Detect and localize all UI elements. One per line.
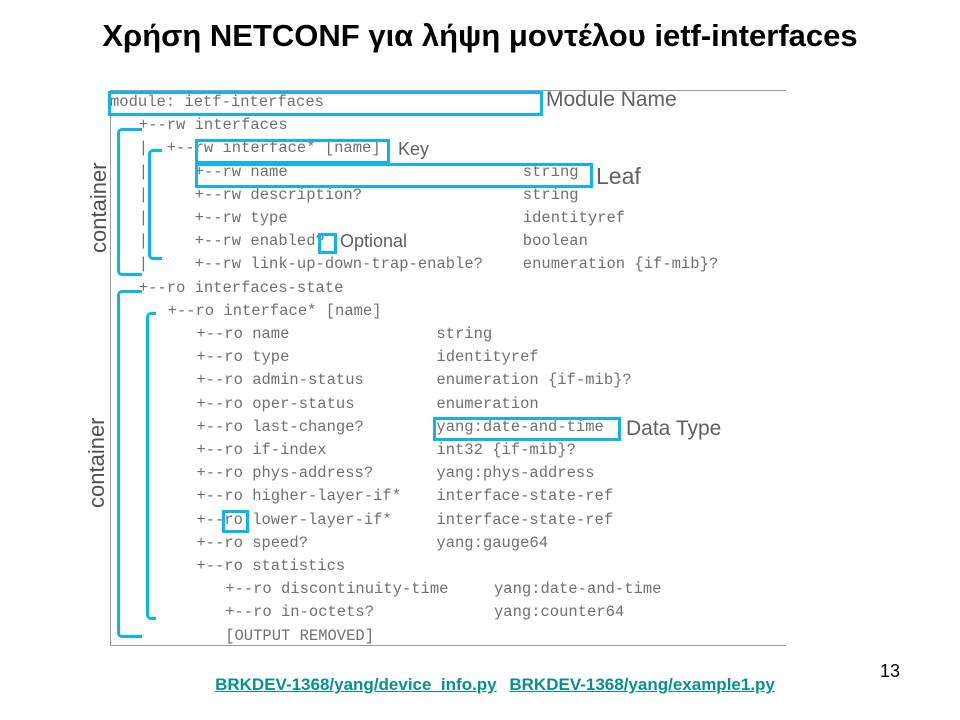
list-bracket-top (148, 149, 162, 260)
optional-label: Optional (340, 231, 408, 251)
links: BRKDEV-1368/yang/device_info.py BRKDEV-1… (0, 675, 960, 695)
frame-bottom-line (110, 645, 786, 646)
key-label: Key (398, 139, 430, 159)
container-bracket-top (117, 128, 142, 276)
tree-node-type: string (522, 185, 579, 204)
data-type-highlight (433, 417, 621, 441)
example1-link[interactable]: BRKDEV-1368/yang/example1.py (509, 675, 775, 694)
container-bracket-bottom (117, 290, 142, 638)
tree-node: +--ro admin-status (196, 371, 364, 390)
leaf-label: Leaf (596, 163, 641, 189)
optional-highlight (318, 233, 337, 254)
tree-node: +--ro oper-status (196, 394, 355, 413)
tree-node-type: enumeration (436, 394, 539, 413)
module-name-highlight (108, 91, 543, 116)
tree-node: | +--rw name (138, 162, 288, 181)
tree-node: +--ro statistics (196, 557, 346, 575)
tree-node: +--ro if-index (196, 441, 327, 459)
tree-node: | +--rw description? (138, 185, 363, 204)
module-name-label: Module Name (546, 88, 677, 111)
tree-node-type: string (436, 325, 493, 343)
container-label-top: container (86, 162, 111, 253)
tree-node: [OUTPUT REMOVED] (225, 626, 375, 645)
leaf-highlight (195, 163, 593, 188)
tree-node: +--ro type (196, 348, 290, 367)
tree-node: +--ro last-change? (196, 417, 364, 436)
frame-top-line (110, 90, 786, 91)
tree-node-type: string (522, 162, 579, 181)
data-type-label: Data Type (626, 417, 722, 440)
tree-node-type: enumeration {if-mib}? (522, 255, 719, 274)
tree-node: +--ro discontinuity-time (225, 580, 449, 599)
tree-node: +--ro interfaces-state (138, 278, 344, 297)
tree-node: +--ro in-octets? (225, 603, 375, 622)
tree-node-type: yang:gauge64 (436, 533, 549, 552)
tree-node: +--rw interfaces (138, 116, 288, 135)
tree-node-type: enumeration {if-mib}? (436, 371, 632, 390)
tree-node-type: yang:date-and-time (494, 580, 662, 599)
ro-highlight (222, 510, 249, 533)
tree-node: +--ro phys-address? (196, 464, 374, 483)
frame-left-line (110, 90, 111, 646)
tree-node: +--ro interface* [name] (167, 301, 382, 320)
page-number: 13 (880, 661, 901, 681)
tree-node: | +--rw type (138, 209, 288, 227)
list-bracket-bottom (146, 312, 156, 620)
tree-node: +--ro speed? (196, 533, 309, 552)
tree-node-type: int32 {if-mib}? (436, 441, 576, 459)
key-highlight (195, 139, 390, 164)
tree-node-type: identityref (522, 209, 626, 227)
tree-node: +--ro name (196, 325, 290, 343)
tree-node-type: interface-state-ref (436, 487, 614, 506)
tree-node: +--ro lower-layer-if* (196, 510, 392, 529)
slide-title: Χρήση NETCONF για λήψη μοντέλου ietf-int… (102, 18, 858, 53)
tree-node-type: yang:counter64 (494, 603, 625, 622)
device-info-link[interactable]: BRKDEV-1368/yang/device_info.py (215, 675, 497, 694)
tree-node: module: ietf-interfaces (110, 93, 324, 111)
tree-node-type: yang:date-and-time (436, 417, 604, 436)
tree-node-type: identityref (436, 348, 539, 367)
tree-node: | +--rw interface* [name] (138, 139, 381, 158)
container-label-bottom: container (84, 417, 109, 508)
tree-node-type: interface-state-ref (436, 510, 614, 529)
tree-node-type: yang:phys-address (436, 464, 595, 483)
tree-node-type: boolean (522, 232, 588, 251)
tree-node: | +--rw enabled? (138, 232, 325, 251)
tree-node: +--ro higher-layer-if* (196, 487, 402, 506)
tree-node: | +--rw link-up-down-trap-enable? (138, 255, 483, 274)
